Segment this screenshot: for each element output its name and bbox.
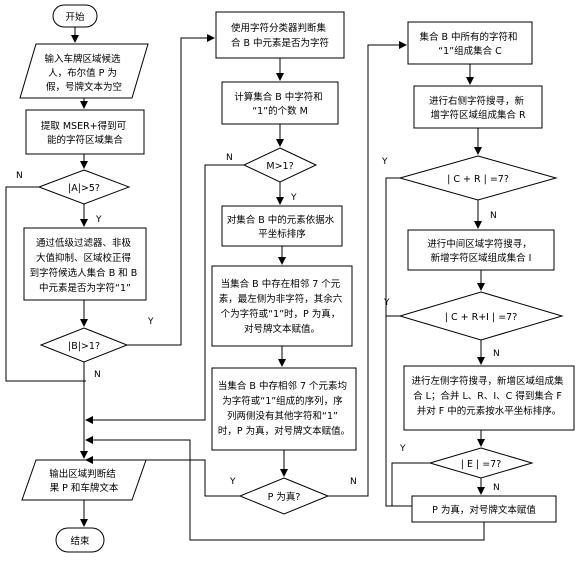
output-text: 输出区域判断结 果 P 和车牌文本 xyxy=(49,468,119,494)
decision-p-text: P 为真? xyxy=(268,491,301,503)
end-node xyxy=(55,527,105,553)
label-y-cri: Y xyxy=(383,298,390,308)
start-label: 开始 xyxy=(65,11,85,23)
decision-p xyxy=(238,477,330,515)
count-text: 计算集合 B 中字符和 “1”的个数 M xyxy=(234,91,326,117)
left-search-text: 进行左侧字符搜寻，新增区域组成集 合 L；合并 L、R、I、C 得到集合 F 并… xyxy=(411,375,566,417)
decision-a-text: |A|>5? xyxy=(68,183,100,194)
mser-process xyxy=(25,109,145,155)
label-y-a: Y xyxy=(95,215,102,225)
sort-process xyxy=(221,205,343,247)
decision-m-text: M>1? xyxy=(266,161,293,172)
classifier-process xyxy=(215,11,345,59)
label-n-b: N xyxy=(94,370,101,380)
set-c-process xyxy=(407,21,533,65)
classifier-text: 使用字符分类器判断集 合 B 中元素是否为字符 xyxy=(231,22,329,49)
mser-text: 提取 MSER+得到可 能的字符区域集合 xyxy=(41,120,129,146)
end-label: 结束 xyxy=(70,535,90,547)
sort-text: 对集合 B 中的元素依据水 平坐标排序 xyxy=(227,214,338,240)
filter-text: 通过低级过滤器、非极 大值抑制、区域校正得 到字符候选人集合 B 和 B 中元素… xyxy=(30,237,141,294)
seven-all-text: 当集合 B 中存相邻 7 个元素均 为字符或“1”组成的序列，序 列两侧没有其他… xyxy=(218,380,350,437)
label-y-p: Y xyxy=(229,477,236,487)
decision-cr-text: | C + R | =7? xyxy=(447,174,509,185)
label-y-cr: Y xyxy=(381,157,388,167)
label-y-m: Y xyxy=(290,193,297,203)
final-assign-process xyxy=(411,495,557,523)
mid-search-text: 进行中间区域字符搜寻， 新增字符区域组成集合 I xyxy=(427,238,535,264)
seven-left-text: 当集合 B 中存在相邻 7 个元 素，最左侧为非字符，其余六 个为字符或“1”时… xyxy=(219,278,346,335)
count-process xyxy=(221,81,339,125)
label-n-p: N xyxy=(350,477,357,487)
label-y-e: Y xyxy=(399,444,406,454)
label-n-e: N xyxy=(493,483,500,493)
input-parallelogram xyxy=(19,43,149,99)
label-n-cr: N xyxy=(490,211,497,221)
label-n-cri: N xyxy=(493,349,500,359)
label-n-m: N xyxy=(226,153,233,163)
set-c-text: 集合 B 中所有的字符和 “1”组成集合 C xyxy=(419,31,520,57)
left-search-process xyxy=(403,365,575,431)
decision-e-text: | E | =7? xyxy=(461,459,502,470)
seven-all-process xyxy=(211,367,357,451)
label-y-b: Y xyxy=(147,317,154,327)
label-n-a: N xyxy=(16,171,23,181)
mid-search-process xyxy=(407,229,555,271)
decision-cri-text: | C + R+I | =7? xyxy=(445,312,518,323)
decision-b-text: |B|>1? xyxy=(68,341,100,352)
right-search-text: 进行右侧字符搜寻，新 增字符区域组成集合 R xyxy=(429,95,527,121)
output-parallelogram xyxy=(21,459,147,501)
filter-process xyxy=(23,227,147,301)
final-assign-text: P 为真，对号牌文本赋值 xyxy=(432,504,536,516)
input-text: 输入车牌区域候选 人，布尔值 P 为 假，号牌文本为空 xyxy=(44,53,123,93)
seven-left-process xyxy=(211,265,353,347)
right-search-process xyxy=(413,85,543,129)
